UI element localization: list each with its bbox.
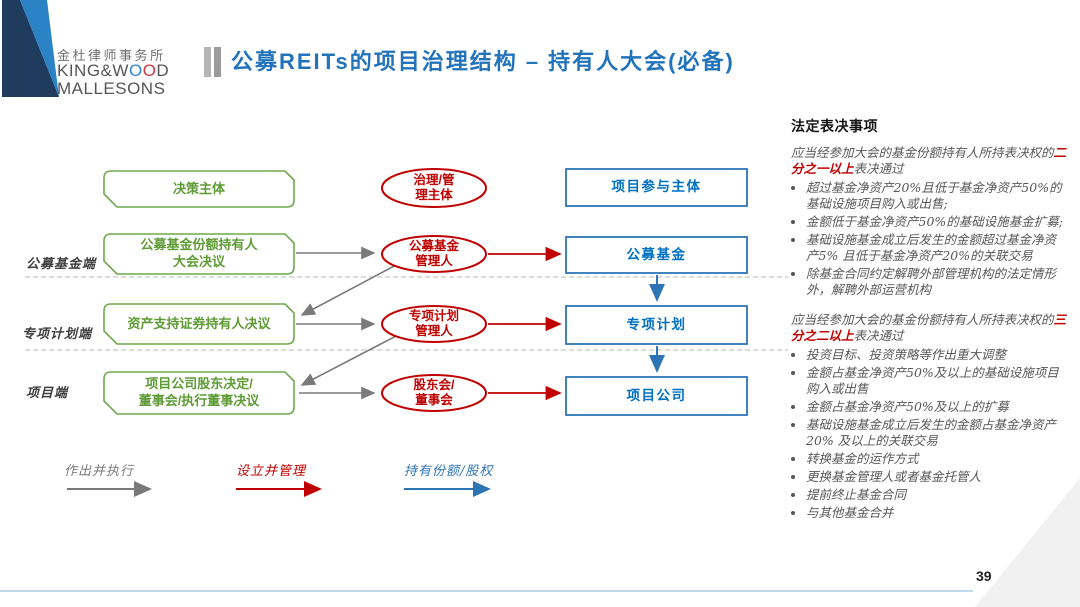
plan-manager-line2: 管理人 (415, 324, 453, 338)
title-accent-bar-1 (204, 47, 211, 77)
vote-threshold-para-2: 应当经参加大会的基金份额持有人所持表决权的三分之二以上表决通过 (791, 312, 1067, 344)
plan-manager-oval: 专项计划 管理人 (382, 306, 486, 342)
participant-header-box: 项目参与主体 (566, 169, 747, 206)
vote-item: 投资目标、投资策略等作出重大调整 (806, 347, 1067, 363)
project-company-box-shape (565, 376, 748, 416)
board-line2: 董事会 (415, 393, 453, 407)
vote-item: 转换基金的运作方式 (806, 451, 1067, 467)
plan-manager-line1: 专项计划 (408, 308, 459, 323)
legal-panel: 法定表决事项 应当经参加大会的基金份额持有人所持表决权的二分之一以上表决通过 超… (791, 116, 1067, 523)
page-title: 公募REITs的项目治理结构 – 持有人大会(必备) (231, 49, 735, 74)
fund-manager-line2: 管理人 (415, 254, 453, 268)
legend-hold-label: 持有份额/股权 (404, 464, 494, 479)
para1-prefix: 应当经参加大会的基金份额持有人所持表决权的 (791, 145, 1054, 160)
fund-decision-line1: 公募基金份额持有人 (140, 237, 258, 253)
participant-header-label: 项目参与主体 (611, 179, 702, 195)
vote-item: 金额低于基金净资产50%的基础设施基金扩募; (806, 214, 1067, 230)
para2-prefix: 应当经参加大会的基金份额持有人所持表决权的 (791, 312, 1054, 327)
governance-header-line1: 治理/管 (413, 172, 455, 187)
special-plan-label: 专项计划 (626, 316, 687, 332)
vote-item: 基础设施基金成立后发生的金额占基金净资产20% 及以上的关联交易 (806, 417, 1067, 449)
public-fund-box: 公募基金 (566, 237, 747, 273)
legal-heading: 法定表决事项 (791, 119, 878, 135)
governance-header-oval-shape (381, 168, 487, 208)
project-decision-box-shape (103, 371, 295, 415)
plan-decision-box: 资产支持证券持有人决议 (104, 304, 294, 344)
fund-decision-box-shape (103, 233, 295, 275)
project-company-box: 项目公司 (566, 377, 747, 415)
decision-header-box: 决策主体 (104, 171, 294, 207)
row-label-project: 项目端 (26, 386, 69, 401)
vote-item: 更换基金管理人或者基金托管人 (806, 469, 1067, 485)
arrow-planmgr-to-project-decision (300, 334, 399, 386)
special-plan-box: 专项计划 (566, 306, 747, 344)
vote-item: 超过基金净资产20%且低于基金净资产50%的基础设施项目购入或出售; (806, 180, 1067, 212)
para2-threshold: 三分之二以上 (791, 312, 1067, 343)
board-oval-shape (381, 374, 487, 412)
vote-item: 提前终止基金合同 (806, 487, 1067, 503)
fund-manager-oval: 公募基金 管理人 (382, 236, 486, 272)
vote-item: 与其他基金合并 (806, 505, 1067, 521)
vote-item: 金额占基金净资产50%及以上的基础设施项目购入或出售 (806, 365, 1067, 397)
public-fund-box-shape (565, 236, 748, 274)
logo-dark-triangle (2, 0, 59, 97)
arrow-fundmgr-to-plan-decision (300, 263, 399, 316)
row-label-fund: 公募基金端 (26, 257, 97, 272)
logo-en-suffix: D (156, 61, 170, 80)
special-plan-box-shape (565, 305, 748, 345)
decision-header-label: 决策主体 (172, 180, 225, 196)
public-fund-label: 公募基金 (626, 246, 687, 262)
logo-en-prefix: KING&W (57, 61, 129, 80)
board-oval: 股东会/ 董事会 (382, 375, 486, 411)
para2-suffix: 表决通过 (853, 328, 904, 343)
vote-item: 基础设施基金成立后发生的金额超过基金净资产5% 且低于基金净资产20%的关联交易 (806, 232, 1067, 264)
project-decision-line1: 项目公司股东决定/ (145, 376, 253, 392)
project-decision-line2: 董事会/执行董事决议 (138, 393, 260, 408)
para1-suffix: 表决通过 (853, 161, 904, 176)
fund-manager-line1: 公募基金 (408, 238, 459, 253)
vote-items-list-2: 投资目标、投资策略等作出重大调整 金额占基金净资产50%及以上的基础设施项目购入… (791, 347, 1067, 521)
row-label-plan: 专项计划端 (22, 327, 93, 342)
plan-decision-line1: 资产支持证券持有人决议 (127, 315, 271, 331)
para1-threshold: 二分之一以上 (791, 145, 1067, 176)
logo-blue-ring: O (128, 61, 143, 80)
legend-manage-label: 设立并管理 (236, 464, 307, 479)
logo-firm-name-en-line2: MALLESONS (57, 79, 166, 98)
fund-decision-box: 公募基金份额持有人 大会决议 (104, 234, 294, 274)
logo-firm-name-cn: 金杜律师事务所 (57, 48, 166, 63)
title-accent-bar-2 (214, 47, 221, 77)
kwm-logo-mark-icon (2, 0, 59, 97)
title-block: 公募REITs的项目治理结构 – 持有人大会(必备) (204, 47, 735, 77)
vote-item: 除基金合同约定解聘外部管理机构的法定情形外，解聘外部运营机构 (806, 266, 1067, 298)
logo-red-ring: O (142, 61, 157, 80)
logo-firm-name-en-line1: KING&WOOD (57, 61, 169, 81)
page-number: 39 (976, 568, 992, 584)
project-company-label: 项目公司 (626, 387, 687, 403)
corner-triangle (975, 478, 1080, 607)
decision-header-box-shape (103, 170, 295, 208)
plan-manager-oval-shape (381, 305, 487, 343)
logo-light-triangle (20, 0, 59, 97)
vote-items-list-1: 超过基金净资产20%且低于基金净资产50%的基础设施项目购入或出售; 金额低于基… (791, 180, 1067, 298)
legend-execute-label: 作出并执行 (64, 464, 135, 479)
participant-header-box-shape (565, 168, 748, 207)
fund-manager-oval-shape (381, 235, 487, 273)
project-decision-box: 项目公司股东决定/ 董事会/执行董事决议 (104, 372, 294, 414)
governance-header-line2: 理主体 (415, 188, 453, 202)
board-line1: 股东会/ (413, 377, 455, 392)
plan-decision-box-shape (103, 303, 295, 345)
vote-threshold-para-1: 应当经参加大会的基金份额持有人所持表决权的二分之一以上表决通过 (791, 145, 1067, 177)
fund-decision-line2: 大会决议 (172, 254, 225, 269)
vote-item: 金额占基金净资产50%及以上的扩募 (806, 399, 1067, 415)
governance-header-oval: 治理/管 理主体 (382, 168, 486, 208)
